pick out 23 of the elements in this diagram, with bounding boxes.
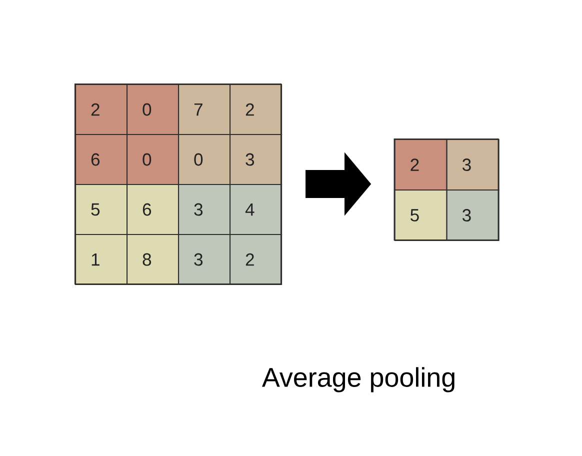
caption: Average pooling bbox=[262, 367, 454, 392]
matrix-cell: 1 bbox=[75, 234, 128, 286]
matrix-cell: 3 bbox=[446, 139, 500, 191]
matrix-cell: 3 bbox=[446, 190, 500, 242]
matrix-cell: 2 bbox=[394, 139, 448, 191]
matrix-cell: 8 bbox=[126, 234, 180, 286]
matrix-cell: 0 bbox=[178, 134, 231, 186]
matrix-cell: 4 bbox=[230, 184, 282, 236]
matrix-cell: 5 bbox=[75, 184, 128, 236]
matrix-cell: 2 bbox=[230, 234, 282, 286]
matrix-cell: 3 bbox=[178, 234, 231, 286]
matrix-cell: 5 bbox=[394, 190, 448, 242]
matrix-cell: 3 bbox=[230, 134, 282, 186]
matrix-grid bbox=[394, 138, 499, 241]
matrix-cell: 7 bbox=[178, 84, 231, 136]
matrix-grid bbox=[74, 83, 282, 285]
matrix-cell: 2 bbox=[230, 84, 282, 136]
matrix-cell: 6 bbox=[75, 134, 128, 186]
matrix-cell: 2 bbox=[75, 84, 128, 136]
matrix-cell: 6 bbox=[126, 184, 180, 236]
matrix-cell: 3 bbox=[178, 184, 231, 236]
matrix-cell: 0 bbox=[126, 134, 180, 186]
matrix-cell: 0 bbox=[126, 84, 180, 136]
